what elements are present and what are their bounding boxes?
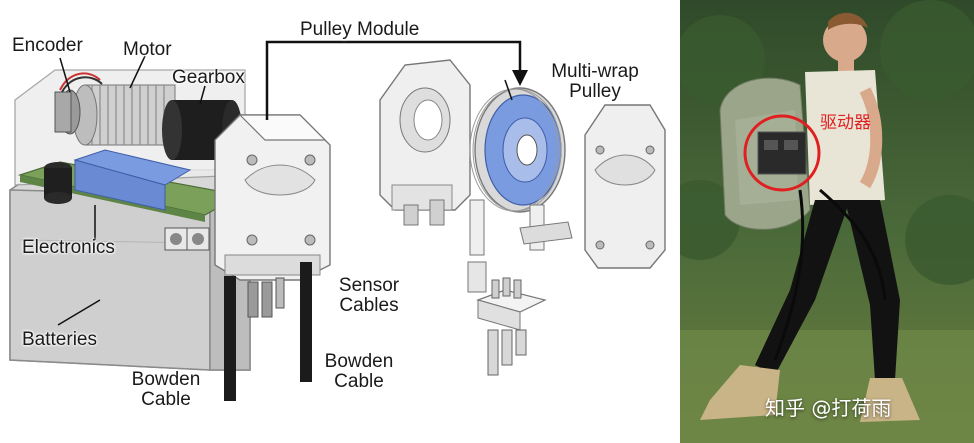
pulley-module-assembled xyxy=(214,114,331,281)
actuator-diagram xyxy=(9,40,666,401)
label-sensor-cables: Sensor Cables xyxy=(328,276,410,316)
exploded-sensor-board xyxy=(467,261,547,376)
battery-box xyxy=(9,169,251,371)
label-bowden-cable-left: Bowden Cable xyxy=(125,370,207,410)
leader-lines xyxy=(57,55,513,326)
label-bowden-right-line2: Cable xyxy=(334,371,384,392)
label-electronics: Electronics xyxy=(22,237,115,258)
label-pulley-module: Pulley Module xyxy=(300,19,420,40)
highlight-circle xyxy=(743,114,821,192)
encoder xyxy=(54,72,103,135)
label-motor: Motor xyxy=(123,39,172,60)
label-bowden-left-line1: Bowden xyxy=(131,369,201,390)
label-encoder: Encoder xyxy=(12,35,83,56)
label-bowden-cable-right: Bowden Cable xyxy=(318,352,400,392)
exploded-back-housing xyxy=(379,59,471,226)
label-gearbox: Gearbox xyxy=(172,67,245,88)
pulley-module-callout xyxy=(265,40,528,120)
label-multi-wrap-line1: Multi-wrap xyxy=(551,61,639,82)
label-multi-wrap-pulley: Multi-wrap Pulley xyxy=(535,62,655,102)
watermark: 知乎 @打荷雨 xyxy=(765,396,892,420)
electronics-board xyxy=(17,149,242,251)
sensor-connectors xyxy=(247,277,285,318)
actuator-on-back xyxy=(743,114,821,192)
label-bowden-left-line2: Cable xyxy=(141,389,191,410)
label-bowden-right-line1: Bowden xyxy=(324,351,394,372)
exosuit-photo xyxy=(680,0,974,443)
label-batteries: Batteries xyxy=(22,329,97,350)
label-multi-wrap-line2: Pulley xyxy=(569,81,621,102)
label-driver: 驱动器 xyxy=(820,113,871,133)
motor xyxy=(72,84,176,146)
bowden-cables-left xyxy=(224,262,312,401)
exploded-front-cover xyxy=(584,104,666,269)
bowden-cables-worn xyxy=(773,188,887,361)
exploded-multiwrap-pulley xyxy=(469,87,573,256)
label-sensor-line1: Sensor xyxy=(338,275,400,296)
label-sensor-line2: Cables xyxy=(339,295,399,316)
person xyxy=(700,12,920,422)
